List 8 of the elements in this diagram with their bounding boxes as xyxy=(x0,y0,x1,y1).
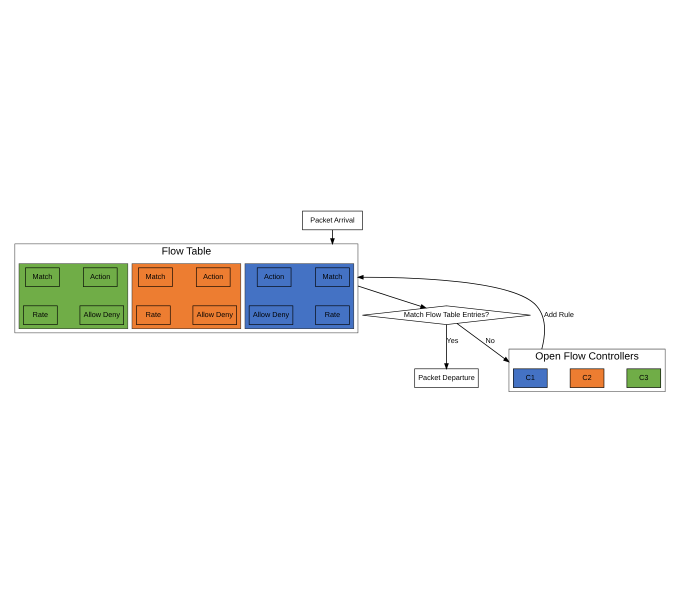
cluster xyxy=(244,263,354,329)
arrow xyxy=(358,286,428,309)
arrow xyxy=(456,323,510,363)
arrow xyxy=(330,230,335,246)
cluster xyxy=(18,263,128,329)
arrow xyxy=(356,274,545,350)
arrow xyxy=(444,324,449,370)
cluster xyxy=(132,263,242,329)
